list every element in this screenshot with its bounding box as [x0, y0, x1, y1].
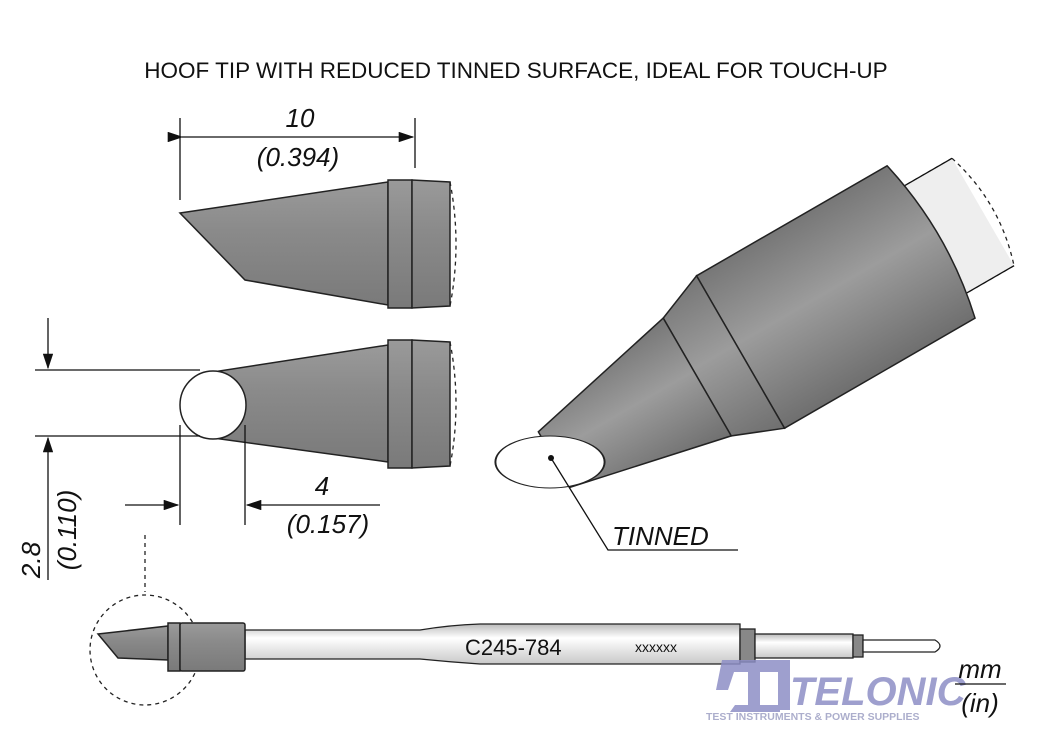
title: HOOF TIP WITH REDUCED TINNED SURFACE, ID… [144, 58, 887, 83]
tinned-label: TINNED [612, 521, 709, 551]
part-number: C245-784 [465, 635, 562, 660]
telonic-logo: TELONIC TEST INSTRUMENTS & POWER SUPPLIE… [706, 660, 967, 723]
height-in: (0.110) [52, 490, 82, 570]
telonic-logo-mark [716, 660, 790, 712]
logo-name: TELONIC [790, 670, 967, 714]
height-mm: 2.8 [16, 541, 46, 579]
tinned-face [179, 370, 247, 440]
logo-tagline: TEST INSTRUMENTS & POWER SUPPLIES [706, 711, 920, 723]
length-mm: 10 [286, 103, 315, 133]
full-tip-view: C245-784 xxxxxx [89, 535, 941, 706]
units-in: (in) [961, 688, 999, 718]
side-view-top: 10 (0.394) [167, 103, 457, 309]
side-view-bottom: 2.8 (0.110) 4 (0.157) [16, 318, 457, 580]
face-mm: 4 [315, 471, 329, 501]
units-mm: mm [958, 654, 1001, 684]
serial-marking: xxxxxx [635, 639, 677, 655]
face-in: (0.157) [287, 509, 369, 539]
perspective-view [494, 157, 1015, 489]
length-in: (0.394) [257, 142, 339, 172]
